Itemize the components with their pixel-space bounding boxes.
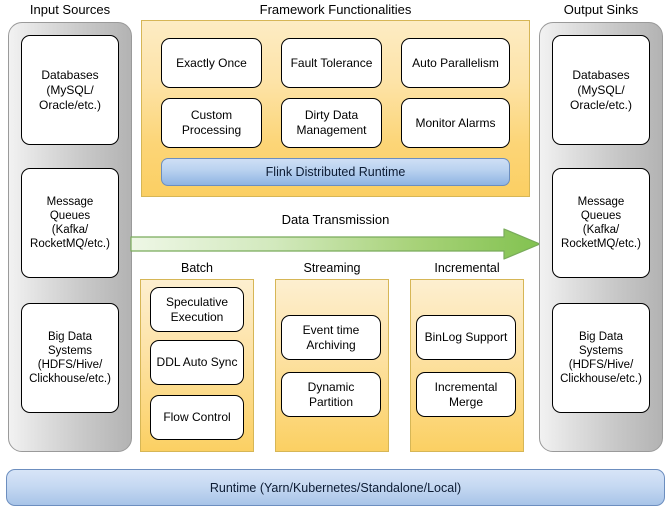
streaming-event-time-archiving-line2: Archiving bbox=[306, 337, 356, 352]
input-source-big-data-line4: Clickhouse/etc.) bbox=[29, 373, 111, 385]
output-sinks-caption: Output Sinks bbox=[563, 2, 639, 17]
flink-distributed-runtime-label: Flink Distributed Runtime bbox=[265, 165, 406, 179]
output-sink-message-queues-line4: RocketMQ/etc.) bbox=[561, 238, 641, 250]
output-sink-big-data-systems[interactable]: Big Data Systems (HDFS/Hive/ Clickhouse/… bbox=[552, 303, 650, 413]
output-sink-big-data-line4: Clickhouse/etc.) bbox=[560, 373, 642, 385]
input-source-databases-line3: Oracle/etc.) bbox=[38, 97, 101, 112]
output-sink-message-queues-line1: Message bbox=[577, 196, 625, 208]
input-source-databases-line1: Databases bbox=[41, 67, 99, 82]
output-sink-message-queues[interactable]: Message Queues (Kafka/ RocketMQ/etc.) bbox=[552, 168, 650, 278]
feature-custom-processing[interactable]: Custom Processing bbox=[161, 98, 262, 148]
incremental-merge-line1: Incremental bbox=[434, 379, 498, 394]
runtime-bar-label: Runtime (Yarn/Kubernetes/Standalone/Loca… bbox=[209, 480, 462, 495]
feature-custom-processing-line2: Processing bbox=[181, 123, 242, 137]
input-source-message-queues[interactable]: Message Queues (Kafka/ RocketMQ/etc.) bbox=[21, 168, 119, 278]
feature-monitor-alarms[interactable]: Monitor Alarms bbox=[401, 98, 510, 148]
feature-fault-tolerance-label: Fault Tolerance bbox=[290, 55, 373, 70]
input-source-big-data-systems[interactable]: Big Data Systems (HDFS/Hive/ Clickhouse/… bbox=[21, 303, 119, 413]
flink-distributed-runtime-bar[interactable]: Flink Distributed Runtime bbox=[161, 158, 510, 186]
output-sink-big-data-line1: Big Data bbox=[578, 331, 624, 343]
output-sink-databases-line1: Databases bbox=[572, 67, 630, 82]
feature-dirty-data-line1: Dirty Data bbox=[304, 108, 359, 122]
input-source-big-data-line1: Big Data bbox=[47, 331, 93, 343]
streaming-dynamic-partition[interactable]: Dynamic Partition bbox=[281, 372, 381, 417]
output-sink-databases-line2: (MySQL/ bbox=[577, 82, 625, 97]
feature-monitor-alarms-label: Monitor Alarms bbox=[415, 115, 496, 130]
batch-ddl-auto-sync-label: DDL Auto Sync bbox=[156, 355, 238, 369]
input-source-message-queues-line3: (Kafka/ bbox=[51, 224, 89, 236]
feature-exactly-once[interactable]: Exactly Once bbox=[161, 38, 262, 88]
feature-auto-parallelism-label: Auto Parallelism bbox=[412, 55, 499, 70]
mode-batch-caption: Batch bbox=[181, 261, 213, 275]
output-sink-message-queues-line2: Queues bbox=[580, 210, 622, 222]
feature-fault-tolerance[interactable]: Fault Tolerance bbox=[281, 38, 382, 88]
input-source-databases-line2: (MySQL/ bbox=[46, 82, 94, 97]
mode-incremental-panel bbox=[410, 279, 524, 452]
data-transmission-arrow bbox=[130, 228, 542, 260]
batch-speculative-execution-line1: Speculative bbox=[165, 294, 229, 309]
output-sink-databases[interactable]: Databases (MySQL/ Oracle/etc.) bbox=[552, 35, 650, 145]
streaming-event-time-archiving-line1: Event time bbox=[302, 322, 360, 337]
batch-flow-control-label: Flow Control bbox=[163, 410, 231, 424]
output-sink-big-data-line2: Systems bbox=[578, 345, 624, 357]
feature-custom-processing-line1: Custom bbox=[190, 108, 233, 122]
framework-caption: Framework Functionalities bbox=[259, 2, 412, 17]
incremental-binlog-support-label: BinLog Support bbox=[424, 330, 508, 344]
streaming-event-time-archiving[interactable]: Event time Archiving bbox=[281, 315, 381, 360]
output-sink-message-queues-line3: (Kafka/ bbox=[582, 224, 620, 236]
mode-streaming-caption: Streaming bbox=[303, 261, 361, 275]
feature-dirty-data-management[interactable]: Dirty Data Management bbox=[281, 98, 382, 148]
streaming-dynamic-partition-label: Dynamic Partition bbox=[307, 379, 355, 409]
output-sink-databases-line3: Oracle/etc.) bbox=[569, 97, 632, 112]
mode-incremental-caption: Incremental bbox=[434, 261, 500, 275]
input-source-big-data-line3: (HDFS/Hive/ bbox=[37, 359, 103, 371]
feature-auto-parallelism[interactable]: Auto Parallelism bbox=[401, 38, 510, 88]
input-source-message-queues-line2: Queues bbox=[49, 210, 91, 222]
input-sources-caption: Input Sources bbox=[29, 2, 111, 17]
input-source-message-queues-line1: Message bbox=[46, 196, 94, 208]
batch-ddl-auto-sync[interactable]: DDL Auto Sync bbox=[150, 340, 244, 385]
mode-streaming-panel bbox=[275, 279, 389, 452]
data-transmission-label: Data Transmission bbox=[281, 212, 390, 227]
input-source-big-data-line2: Systems bbox=[47, 345, 93, 357]
incremental-merge-line2: Merge bbox=[448, 394, 483, 409]
runtime-bar[interactable]: Runtime (Yarn/Kubernetes/Standalone/Loca… bbox=[6, 469, 665, 506]
batch-flow-control[interactable]: Flow Control bbox=[150, 395, 244, 440]
input-source-message-queues-line4: RocketMQ/etc.) bbox=[30, 238, 110, 250]
feature-exactly-once-label: Exactly Once bbox=[176, 55, 247, 70]
input-source-databases[interactable]: Databases (MySQL/ Oracle/etc.) bbox=[21, 35, 119, 145]
output-sink-big-data-line3: (HDFS/Hive/ bbox=[568, 359, 634, 371]
incremental-merge[interactable]: Incremental Merge bbox=[416, 372, 516, 417]
batch-speculative-execution-line2: Execution bbox=[170, 309, 224, 324]
incremental-binlog-support[interactable]: BinLog Support bbox=[416, 315, 516, 360]
feature-dirty-data-line2: Management bbox=[296, 123, 367, 137]
batch-speculative-execution[interactable]: Speculative Execution bbox=[150, 287, 244, 332]
